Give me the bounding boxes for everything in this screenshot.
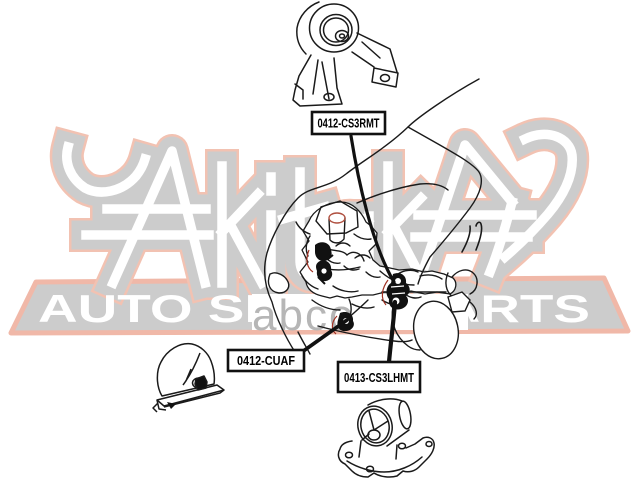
svg-text:0412-CS3RMT: 0412-CS3RMT [318,117,380,131]
svg-text:abco: abco [252,291,355,340]
svg-text:0413-CS3LHMT: 0413-CS3LHMT [344,371,414,385]
svg-text:0412-CUAF: 0412-CUAF [237,353,295,368]
